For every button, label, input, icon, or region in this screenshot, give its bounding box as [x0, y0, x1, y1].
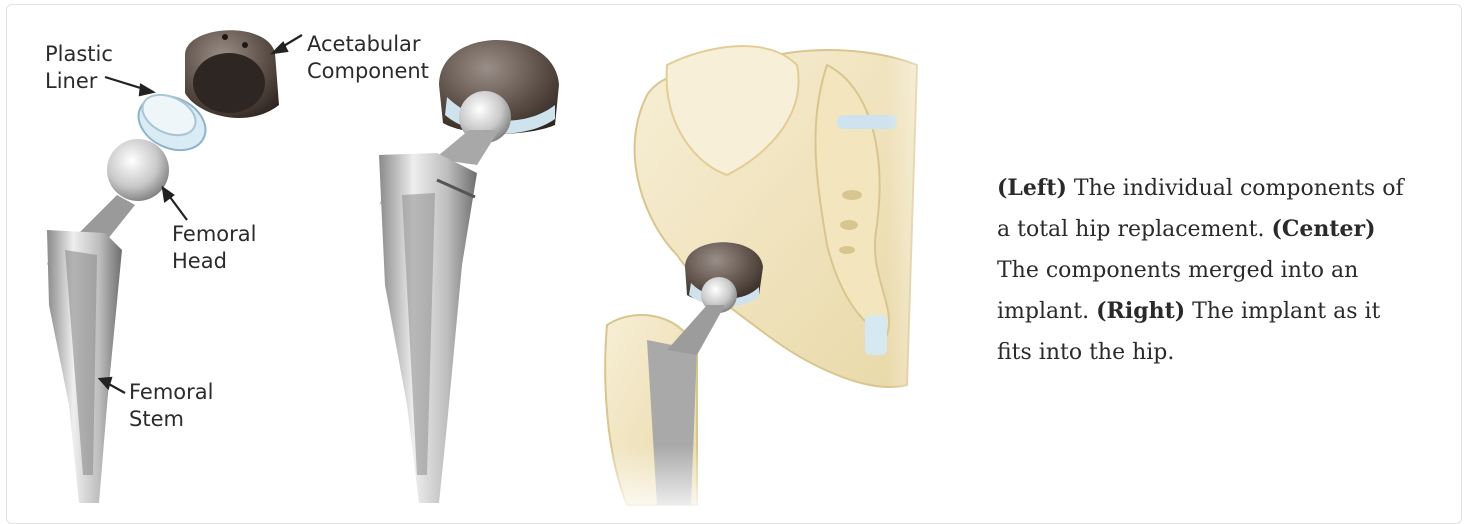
- femoral-head-icon: [107, 139, 169, 201]
- label-acetabular-component: Acetabular Component: [307, 31, 429, 85]
- caption-right-tag: (Right): [1096, 298, 1185, 324]
- label-femoral-head: Femoral Head: [172, 221, 257, 275]
- label-femoral-stem: Femoral Stem: [129, 379, 214, 433]
- illustration-svg: [7, 5, 967, 521]
- hip-replacement-illustration: Plastic Liner Acetabular Component Femor…: [7, 5, 967, 521]
- pelvis-illustration-icon: [597, 45, 967, 521]
- assembled-implant-icon: [379, 40, 559, 503]
- figure-card: Plastic Liner Acetabular Component Femor…: [6, 4, 1462, 524]
- caption-left-tag: (Left): [997, 175, 1067, 201]
- figure-caption: (Left) The individual components of a to…: [997, 168, 1417, 373]
- femoral-stem-left-icon: [47, 195, 135, 503]
- acetabular-cup-icon: [185, 30, 279, 118]
- label-plastic-liner: Plastic Liner: [45, 41, 113, 95]
- caption-center-tag: (Center): [1271, 216, 1375, 242]
